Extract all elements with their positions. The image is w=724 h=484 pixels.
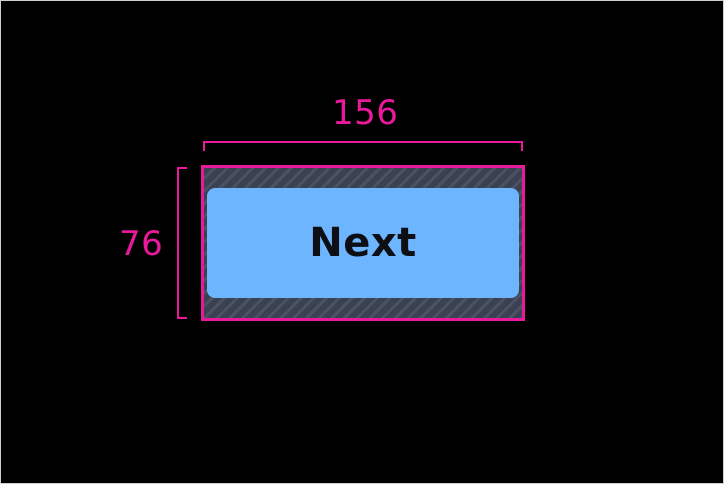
touch-target-frame: Next <box>201 165 525 321</box>
height-dimension-bracket <box>177 167 187 319</box>
next-button[interactable]: Next <box>207 188 519 298</box>
height-dimension-label: 76 <box>119 224 164 264</box>
width-dimension-bracket <box>203 141 523 151</box>
width-dimension-label: 156 <box>332 93 399 133</box>
